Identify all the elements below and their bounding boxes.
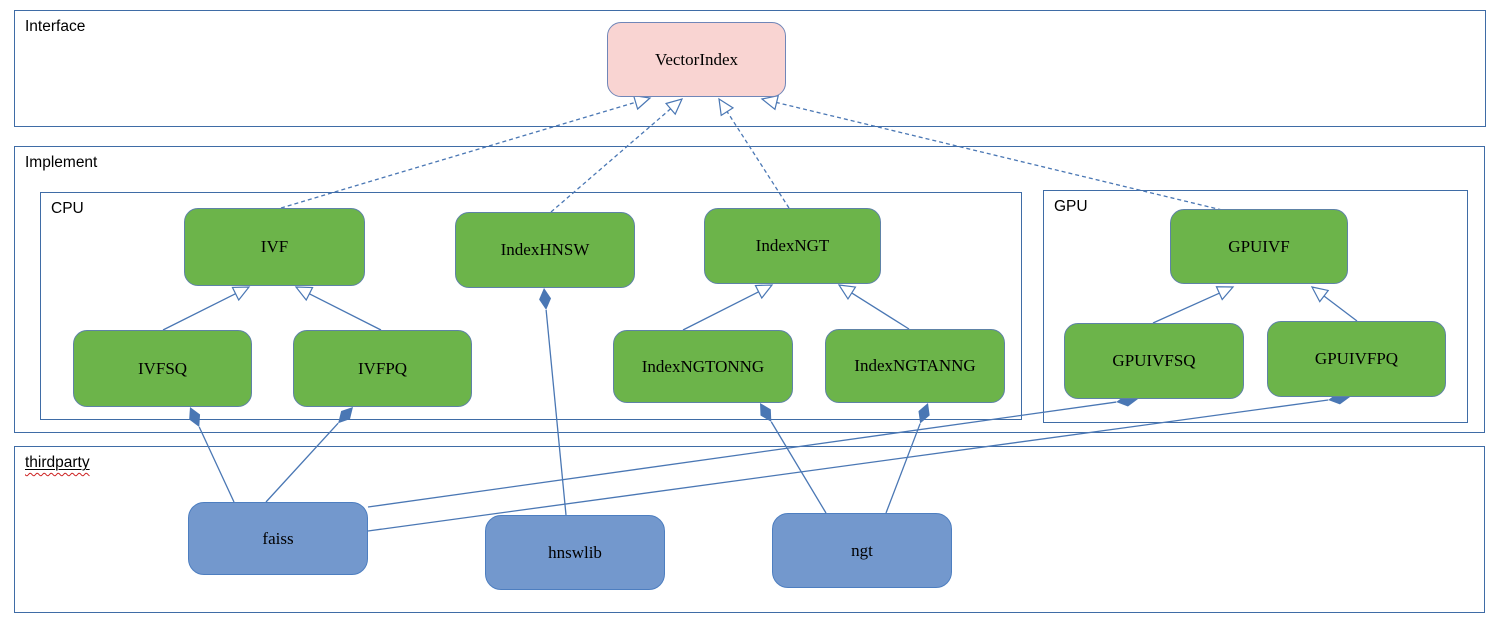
node-IVFPQ: IVFPQ: [293, 330, 472, 407]
node-label-IVF: IVF: [260, 237, 289, 256]
edge-IndexNGT-VectorIndex: [718, 97, 790, 209]
composition-diamond: [760, 403, 772, 422]
composition-diamond: [539, 288, 552, 310]
edge-GPUIVFPQ-GPUIVF: [1310, 286, 1358, 322]
section-label-text-interface: Interface: [25, 18, 86, 35]
edge-GPUIVFSQ-GPUIVF: [1152, 286, 1235, 324]
edge-IVF-VectorIndex: [280, 94, 652, 209]
compose-line: [367, 401, 1117, 508]
edge-IVFPQ-IVF: [294, 286, 382, 331]
inherit-line: [1323, 295, 1358, 322]
section-label-gpu: GPU: [1054, 198, 1088, 217]
node-GPUIVFPQ: GPUIVFPQ: [1267, 321, 1446, 397]
compose-line: [770, 421, 827, 514]
inherit-line: [162, 293, 236, 331]
node-IVFSQ: IVFSQ: [73, 330, 252, 407]
edge-GPUIVF-VectorIndex: [760, 94, 1223, 211]
section-label-thirdparty: thirdparty: [25, 454, 90, 473]
node-label-hnswlib: hnswlib: [548, 542, 602, 562]
composition-diamond: [189, 407, 201, 427]
node-faiss: faiss: [188, 502, 368, 575]
node-label-GPUIVFPQ: GPUIVFPQ: [1314, 349, 1399, 368]
realize-line: [280, 101, 636, 209]
node-hnswlib: hnswlib: [485, 515, 665, 590]
section-label-implement: Implement: [25, 154, 97, 173]
hollow-triangle-arrowhead: [837, 284, 857, 301]
edge-IndexNGTANNG-ngt: [885, 403, 930, 514]
edge-IndexNGTANNG-IndexNGT: [837, 284, 910, 330]
node-label-IVFSQ: IVFSQ: [137, 358, 188, 378]
composition-diamond: [338, 407, 353, 424]
edge-IndexHNSW-VectorIndex: [550, 98, 684, 213]
node-label-IndexNGT: IndexNGT: [755, 236, 830, 255]
compose-line: [545, 309, 567, 516]
node-label-VectorIndex: VectorIndex: [654, 49, 739, 69]
section-frame-interface: [14, 10, 1486, 127]
edge-IVFSQ-faiss: [189, 407, 235, 503]
node-label-IndexNGTANNG: IndexNGTANNG: [854, 356, 976, 375]
edge-GPUIVFSQ-faiss: [367, 394, 1138, 508]
node-label-GPUIVF: GPUIVF: [1228, 236, 1290, 256]
compose-line: [367, 399, 1329, 532]
node-IndexNGTANNG: IndexNGTANNG: [825, 329, 1005, 403]
node-label-faiss: faiss: [262, 528, 294, 548]
realize-line: [726, 111, 790, 209]
node-ngt: ngt: [772, 513, 952, 588]
section-frame-thirdparty: [14, 446, 1485, 613]
hollow-triangle-arrowhead: [632, 94, 652, 111]
section-frame-gpu: [1043, 190, 1468, 423]
compose-line: [885, 423, 921, 514]
hollow-triangle-arrowhead: [760, 94, 780, 111]
node-GPUIVF: GPUIVF: [1170, 209, 1348, 284]
inherit-line: [309, 293, 382, 331]
section-label-text-implement: Implement: [25, 154, 98, 171]
node-IndexNGT: IndexNGT: [704, 208, 881, 284]
inherit-line: [851, 292, 910, 330]
node-label-GPUIVFSQ: GPUIVFSQ: [1112, 351, 1196, 370]
node-VectorIndex: VectorIndex: [607, 22, 786, 97]
inherit-line: [682, 291, 759, 331]
inherit-line: [1152, 292, 1220, 324]
section-label-interface: Interface: [25, 18, 85, 37]
edge-IndexHNSW-hnswlib: [539, 288, 567, 516]
node-GPUIVFSQ: GPUIVFSQ: [1064, 323, 1244, 399]
edge-IndexNGTONNG-ngt: [760, 403, 827, 514]
node-IVF: IVF: [184, 208, 365, 286]
node-IndexNGTONNG: IndexNGTONNG: [613, 330, 793, 403]
edge-IVFSQ-IVF: [162, 286, 251, 331]
hollow-triangle-arrowhead: [664, 98, 684, 116]
edge-IVFPQ-faiss: [265, 407, 353, 503]
section-frame-cpu: [40, 192, 1022, 420]
node-label-IndexHNSW: IndexHNSW: [500, 240, 590, 259]
hollow-triangle-arrowhead: [718, 97, 735, 117]
section-label-text-gpu: GPU: [1054, 198, 1088, 215]
composition-diamond: [918, 403, 930, 424]
edge-IndexNGTONNG-IndexNGT: [682, 284, 774, 331]
edge-GPUIVFPQ-faiss: [367, 392, 1350, 532]
compose-line: [265, 422, 339, 503]
node-label-ngt: ngt: [851, 540, 873, 560]
section-label-text-thirdparty: thirdparty: [25, 454, 90, 471]
node-label-IVFPQ: IVFPQ: [357, 358, 408, 378]
realize-line: [776, 101, 1223, 211]
node-label-IndexNGTONNG: IndexNGTONNG: [641, 356, 765, 376]
compose-line: [198, 426, 235, 503]
realize-line: [550, 108, 672, 213]
section-label-text-cpu: CPU: [51, 200, 84, 217]
section-label-cpu: CPU: [51, 200, 84, 219]
node-IndexHNSW: IndexHNSW: [455, 212, 635, 288]
hollow-triangle-arrowhead: [1310, 286, 1330, 303]
